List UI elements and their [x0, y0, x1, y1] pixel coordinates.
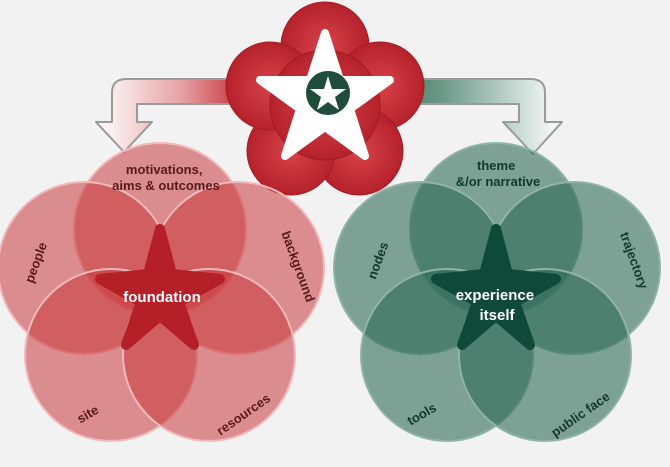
right-venn: experience itself theme &/or narrative t…	[333, 142, 661, 442]
right-center-star	[431, 224, 561, 350]
left-center-star	[95, 224, 225, 350]
small-star-icon	[310, 76, 346, 110]
star-emblem	[225, 1, 425, 196]
experience-itself-label: experience itself	[456, 287, 539, 324]
left-venn: foundation motivations, aims & outcomes …	[0, 142, 325, 442]
left-top-label: motivations, aims & outcomes	[112, 162, 220, 193]
foundation-label: foundation	[123, 289, 200, 306]
left-arrow	[95, 78, 251, 153]
right-top-label: theme &/or narrative	[456, 158, 541, 189]
